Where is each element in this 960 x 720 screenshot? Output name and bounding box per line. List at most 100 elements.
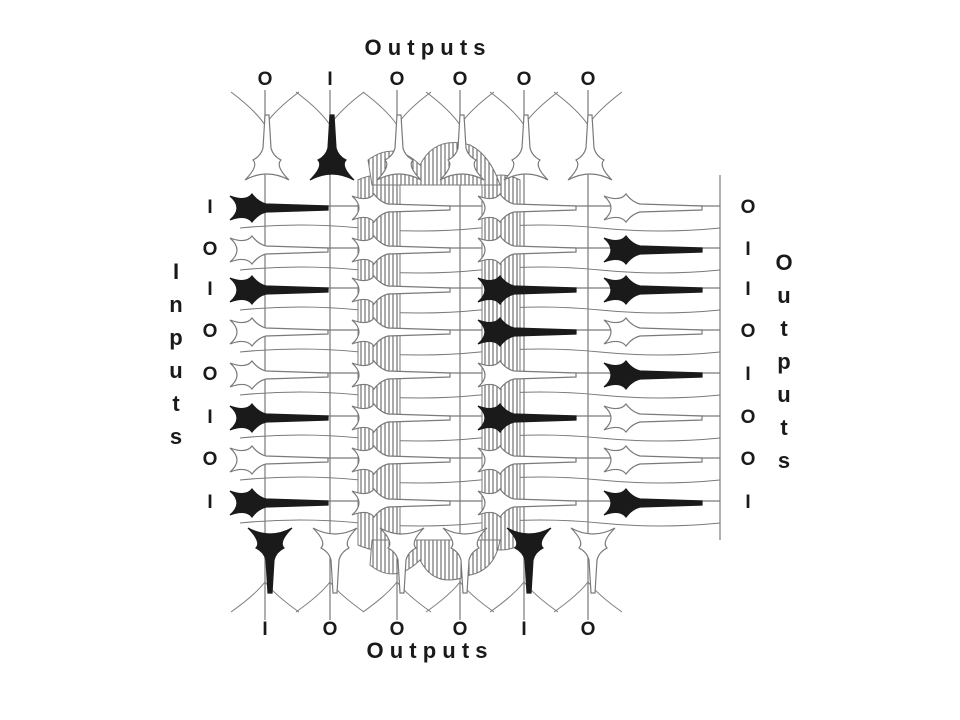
top-output-label: O xyxy=(390,69,405,90)
neuron-inactive xyxy=(229,360,329,390)
bottom-output-label: O xyxy=(581,619,596,640)
row-curve xyxy=(239,224,721,232)
left-title-letter: s xyxy=(170,424,182,449)
neuron-active xyxy=(247,527,293,594)
right-output-label: I xyxy=(745,492,750,513)
neurons xyxy=(229,114,703,594)
left-input-label: O xyxy=(203,449,218,470)
neuron-active xyxy=(229,488,329,518)
left-input-label: O xyxy=(203,239,218,260)
dendrite-bottom xyxy=(362,581,432,613)
neuron-inactive xyxy=(570,527,616,594)
right-output-label: O xyxy=(741,449,756,470)
neuron-inactive xyxy=(229,445,329,475)
row-curve xyxy=(239,266,721,274)
bottom-output-label: O xyxy=(453,619,468,640)
dendrite-bottom xyxy=(230,581,300,613)
neuron-inactive xyxy=(351,235,451,265)
neuron-active xyxy=(229,193,329,223)
neuron-inactive xyxy=(603,403,703,433)
bottom-output-label: I xyxy=(521,619,526,640)
neuron-active xyxy=(603,275,703,305)
top-outputs-title: O u t p u t s xyxy=(365,35,486,60)
right-title-letter: s xyxy=(778,448,790,473)
right-output-label: I xyxy=(745,279,750,300)
right-title-letter: O xyxy=(775,250,792,275)
neuron-active xyxy=(309,114,355,181)
bottom-output-label: O xyxy=(390,619,405,640)
neuron-inactive xyxy=(351,317,451,347)
neuron-active xyxy=(603,488,703,518)
top-output-label: O xyxy=(517,69,532,90)
neuron-inactive xyxy=(351,360,451,390)
neuron-active xyxy=(506,527,552,594)
neuron-inactive xyxy=(503,114,549,181)
neuron-inactive xyxy=(442,527,488,594)
neuron-inactive xyxy=(351,488,451,518)
neuron-inactive xyxy=(439,114,485,181)
top-output-label: O xyxy=(453,69,468,90)
top-output-label: O xyxy=(581,69,596,90)
right-output-label: O xyxy=(741,197,756,218)
row-curve xyxy=(239,391,721,399)
neuron-inactive xyxy=(351,403,451,433)
row-curve xyxy=(239,348,721,356)
row-curve xyxy=(239,476,721,484)
right-output-label: I xyxy=(745,364,750,385)
right-output-label: O xyxy=(741,321,756,342)
left-input-label: O xyxy=(203,321,218,342)
neuron-active xyxy=(477,403,577,433)
left-input-label: O xyxy=(203,364,218,385)
neuron-inactive xyxy=(567,114,613,181)
row-curve xyxy=(239,306,721,314)
neuron-inactive xyxy=(312,527,358,594)
neuron-inactive xyxy=(244,114,290,181)
neuron-active xyxy=(477,275,577,305)
neuron-inactive xyxy=(376,114,422,181)
right-title-letter: t xyxy=(780,316,788,341)
left-input-label: I xyxy=(207,279,212,300)
right-output-label: O xyxy=(741,407,756,428)
neuron-inactive xyxy=(477,235,577,265)
neuron-inactive xyxy=(351,445,451,475)
top-output-label: I xyxy=(327,69,332,90)
neuron-inactive xyxy=(477,360,577,390)
bottom-outputs-title: O u t p u t s xyxy=(367,638,488,663)
left-title-letter: u xyxy=(169,358,182,383)
left-input-label: I xyxy=(207,492,212,513)
right-title-letter: u xyxy=(777,382,790,407)
bottom-output-label: O xyxy=(323,619,338,640)
neuron-inactive xyxy=(229,317,329,347)
left-title-letter: t xyxy=(172,391,180,416)
bottom-output-label: I xyxy=(262,619,267,640)
right-output-label: I xyxy=(745,239,750,260)
right-title-letter: u xyxy=(777,283,790,308)
row-curve xyxy=(239,434,721,442)
left-input-label: I xyxy=(207,197,212,218)
dendrite-bottom xyxy=(295,581,365,613)
neuron-inactive xyxy=(603,193,703,223)
neuron-inactive xyxy=(229,235,329,265)
left-title-letter: n xyxy=(169,292,182,317)
row-curve xyxy=(239,519,721,527)
neuron-inactive xyxy=(477,193,577,223)
top-output-label: O xyxy=(258,69,273,90)
neuron-active xyxy=(229,403,329,433)
dendrite-bottom xyxy=(553,581,623,613)
right-title-letter: p xyxy=(777,349,790,374)
left-input-label: I xyxy=(207,407,212,428)
dendrite-bottom xyxy=(425,581,495,613)
dendrite-bottom xyxy=(489,581,559,613)
neuron-inactive xyxy=(351,275,451,305)
left-title-letter: p xyxy=(169,325,182,350)
neuron-active xyxy=(477,317,577,347)
right-title-letter: t xyxy=(780,415,788,440)
neuron-inactive xyxy=(603,445,703,475)
neuron-inactive xyxy=(351,193,451,223)
